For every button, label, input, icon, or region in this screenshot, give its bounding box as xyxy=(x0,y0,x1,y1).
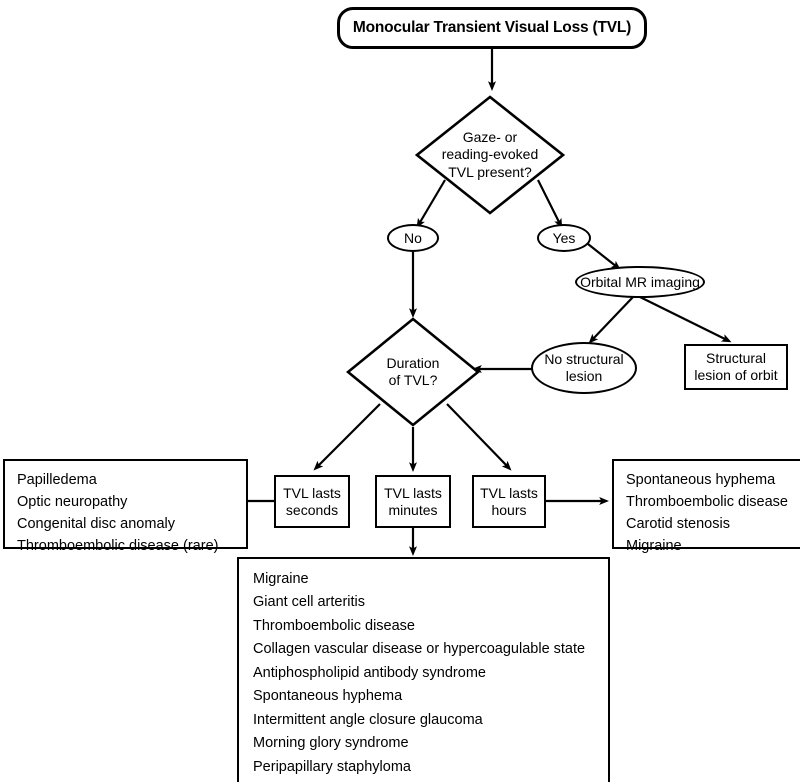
list-item: Migraine xyxy=(626,538,682,555)
decision-duration-line-1: Duration xyxy=(386,354,440,371)
edge-yes-to-orbital-mr xyxy=(587,243,621,271)
list-item: Giant cell arteritis xyxy=(253,594,366,611)
decision-gaze-line-3: TVL present? xyxy=(448,163,532,180)
tvl-hours-line-1: TVL lasts xyxy=(480,484,538,501)
list-item: Congenital disc anomaly xyxy=(17,516,175,533)
no-structural-lesion-line-2: lesion xyxy=(565,368,603,384)
node-decision-gaze-evoked: Gaze- or reading-evoked TVL present? xyxy=(415,95,565,215)
tvl-minutes-line-2: minutes xyxy=(388,501,438,518)
tvl-seconds-line-2: seconds xyxy=(285,501,339,518)
node-tvl-lasts-hours: TVL lasts hours xyxy=(472,475,546,528)
decision-gaze-line-2: reading-evoked xyxy=(441,146,539,163)
diamond-shape xyxy=(415,95,565,215)
list-item: Collagen vascular disease or hypercoagul… xyxy=(253,641,586,658)
list-item: Morning glory syndrome xyxy=(253,735,409,752)
structural-lesion-line-2: lesion of orbit xyxy=(694,367,778,383)
list-item: Thromboembolic disease (rare) xyxy=(17,538,219,555)
tvl-minutes-line-1: TVL lasts xyxy=(384,484,442,501)
node-no-structural-lesion: No structural lesion xyxy=(531,342,637,394)
no-structural-lesion-line-1: No structural xyxy=(544,351,624,368)
decision-gaze-line-1: Gaze- or xyxy=(462,128,518,145)
structural-lesion-line-1: Structural xyxy=(706,350,766,367)
list-item: Thromboembolic disease xyxy=(626,494,788,511)
decision-duration-text: Duration of TVL? xyxy=(387,355,440,390)
edge-mr-to-structural-lesion xyxy=(639,296,732,343)
list-item: Intermittent angle closure glaucoma xyxy=(253,711,483,728)
list-item: Carotid stenosis xyxy=(626,516,730,533)
tvl-seconds-line-1: TVL lasts xyxy=(283,484,341,501)
outcome-box-seconds-causes: Papilledema Optic neuropathy Congenital … xyxy=(3,459,248,554)
node-answer-yes: Yes xyxy=(537,224,591,252)
node-structural-lesion-of-orbit: Structural lesion of orbit xyxy=(684,344,788,390)
list-item: Thromboembolic disease xyxy=(253,617,415,634)
node-decision-duration: Duration of TVL? xyxy=(346,317,480,427)
diamond-shape xyxy=(346,317,480,427)
outcome-box-minutes-causes: Migraine Giant cell arteritis Thromboemb… xyxy=(237,557,610,782)
tvl-hours-line-2: hours xyxy=(491,501,527,518)
decision-gaze-text: Gaze- or reading-evoked TVL present? xyxy=(442,129,539,182)
list-item: Spontaneous hyphema xyxy=(626,472,776,488)
outcome-box-hours-causes: Spontaneous hyphema Thromboembolic disea… xyxy=(612,459,800,554)
list-item: Antiphospholipid antibody syndrome xyxy=(253,664,486,681)
decision-duration-line-2: of TVL? xyxy=(388,372,438,388)
list-item: Spontaneous hyphema xyxy=(253,688,403,705)
list-item: Optic neuropathy xyxy=(17,494,128,511)
node-orbital-mr-imaging: Orbital MR imaging xyxy=(575,266,705,298)
node-tvl-lasts-minutes: TVL lasts minutes xyxy=(375,475,451,528)
list-item: Peripapillary staphyloma xyxy=(253,758,411,775)
node-answer-no: No xyxy=(387,224,439,252)
edge-mr-to-no-lesion xyxy=(588,296,634,344)
node-root-title: Monocular Transient Visual Loss (TVL) xyxy=(337,7,647,49)
list-item: Migraine xyxy=(253,571,309,587)
list-item: Papilledema xyxy=(17,472,97,488)
node-tvl-lasts-seconds: TVL lasts seconds xyxy=(274,475,350,528)
